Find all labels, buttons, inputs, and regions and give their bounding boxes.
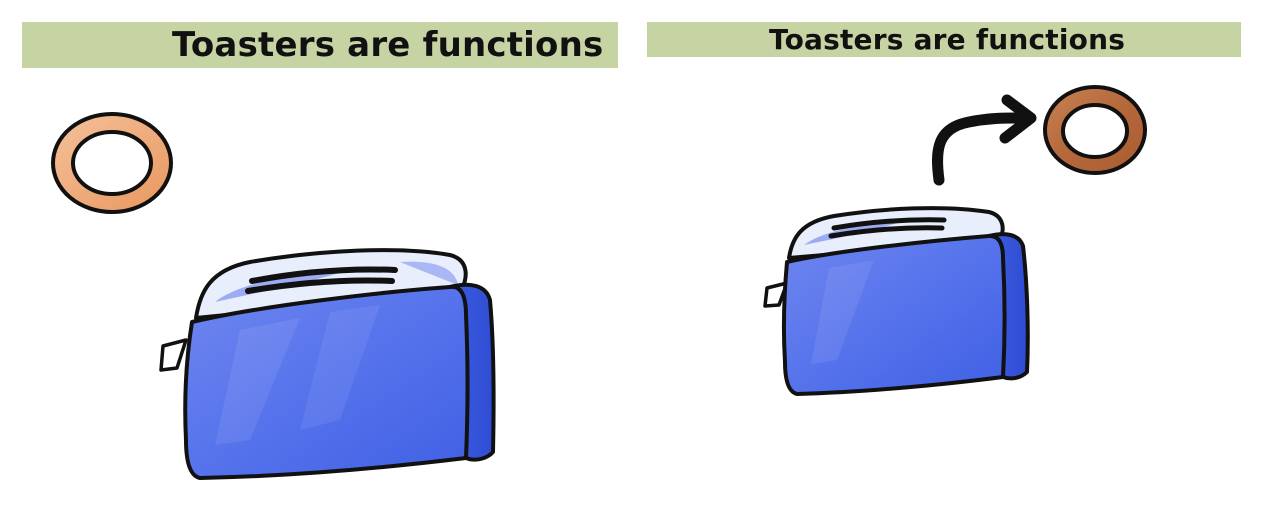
panel-after: Toasters are functions	[639, 0, 1278, 510]
toaster-lever-icon	[763, 281, 789, 308]
toaster-lever-icon	[159, 338, 188, 372]
toasted-bagel-icon	[1043, 85, 1147, 175]
panel-title: Toasters are functions	[647, 22, 1241, 57]
raw-bagel-icon	[51, 112, 173, 214]
toaster-icon	[781, 206, 1030, 396]
panel-title-text: Toasters are functions	[769, 23, 1126, 56]
panel-illustration	[763, 85, 1147, 396]
toaster-icon	[183, 248, 496, 480]
panel-title-text: Toasters are functions	[172, 25, 604, 65]
panel-before: Toasters are functions	[22, 22, 618, 480]
panel-illustration	[51, 112, 496, 480]
curved-arrow-icon	[932, 94, 1037, 186]
panel-title: Toasters are functions	[22, 22, 618, 68]
